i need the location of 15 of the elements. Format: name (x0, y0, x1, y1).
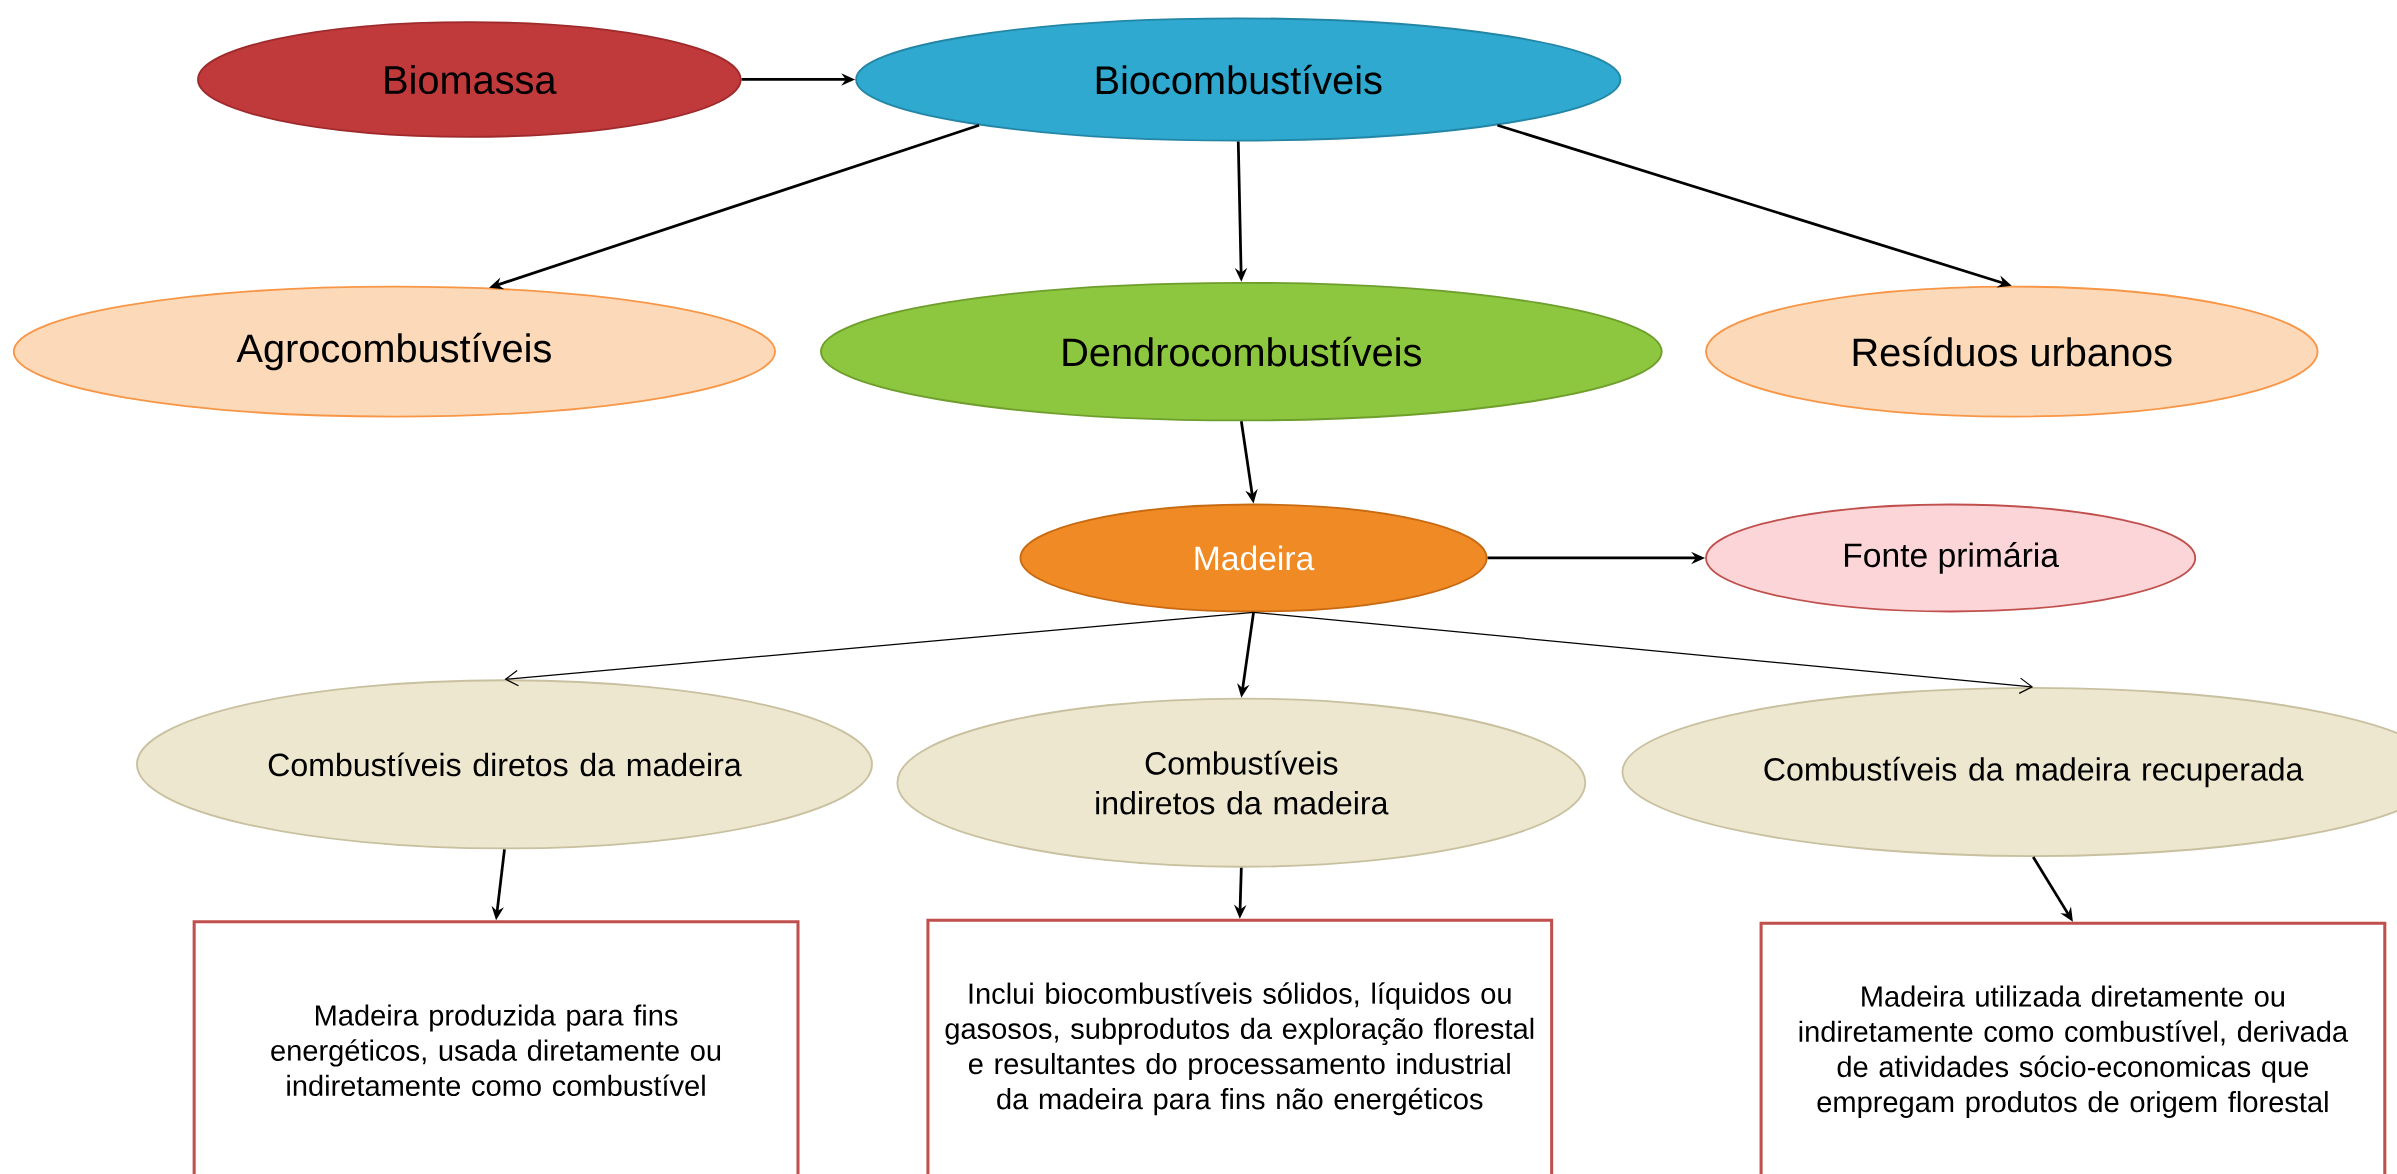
ellipse-node: Dendrocombustíveis (820, 281, 1663, 422)
arrow (504, 611, 1255, 687)
ellipse-node: Biomassa (197, 21, 742, 138)
text-box: Madeira utilizada diretamente ou indiretamente como combustível, derivada de atividades sócio-economicas que empregam produtos de origem florestal (1759, 921, 2387, 1174)
text-box: Inclui biocombustíveis sólidos, líquidos ou gasosos, subprodutos da exploração florestal e resultantes do processamento industrial da madeira para fins não energéticos (926, 918, 1554, 1174)
arrow (1252, 611, 2034, 694)
ellipse-node: Madeira (1019, 503, 1488, 613)
ellipse-node: Agrocombustíveis (12, 285, 776, 418)
text-box: Madeira produzida para fins energéticos, usada diretamente ou indiretamente como combustível (192, 920, 800, 1174)
ellipse-node: Combustíveis diretos da madeira (136, 679, 873, 850)
ellipse-node: Resíduos urbanos (1705, 285, 2319, 418)
ellipse-node: Combustíveis indiretos da madeira (896, 697, 1587, 868)
ellipse-node: Combustíveis da madeira recuperada (1621, 687, 2397, 857)
ellipse-node: Biocombustíveis (855, 17, 1622, 142)
ellipse-node: Fonte primária (1705, 503, 2197, 613)
